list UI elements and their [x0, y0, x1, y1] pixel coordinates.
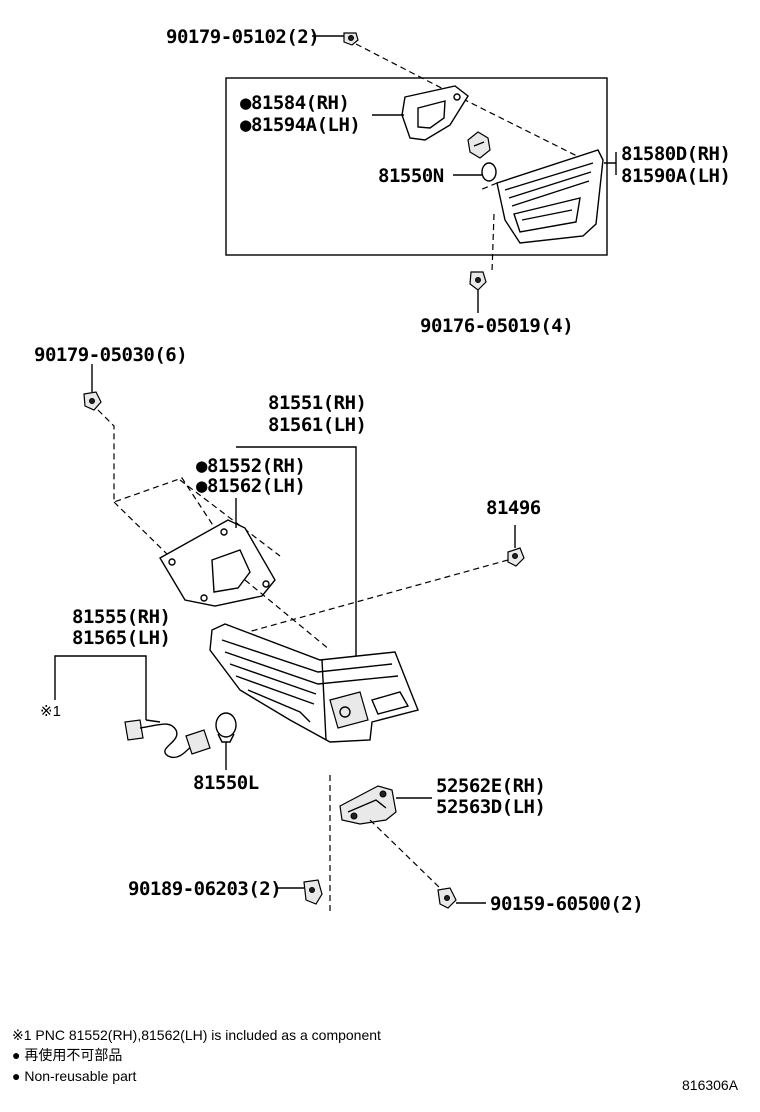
label-81562: ●81562(LH)	[196, 475, 305, 497]
label-52563d: 52563D(LH)	[436, 796, 545, 818]
socket-81550n-icon	[467, 131, 497, 182]
label-81584: ●81584(RH)	[240, 92, 349, 114]
label-81550l: 81550L	[193, 772, 259, 794]
label-90159-60500: 90159-60500(2)	[490, 893, 643, 915]
bulb-81550l-icon	[215, 712, 237, 743]
inner-lamp-81580d-icon	[496, 149, 604, 244]
label-81551: 81551(RH)	[268, 392, 366, 414]
label-ref1: ※1	[40, 703, 61, 720]
dashed-guide-81496	[247, 559, 509, 633]
screw-90176-05019-icon	[469, 271, 487, 291]
label-90189-06203: 90189-06203(2)	[128, 878, 281, 900]
leader-81580d	[604, 152, 617, 175]
screw-90179-05102-icon	[343, 32, 359, 46]
label-81555: 81555(RH)	[72, 606, 170, 628]
label-81550n: 81550N	[378, 165, 444, 187]
label-81580d: 81580D(RH)	[621, 143, 730, 165]
label-52562e: 52562E(RH)	[436, 775, 545, 797]
leader-81555	[54, 655, 147, 720]
clip-90189-06203-icon	[303, 879, 323, 905]
dashed-guide-lamp	[244, 579, 331, 651]
dashed-guide-90159	[369, 819, 441, 889]
footnote-non-reusable-jp: ● 再使用不可部品	[12, 1047, 122, 1063]
dashed-guide-81580d	[479, 182, 498, 191]
dashed-guide-90179-05030	[97, 409, 281, 557]
label-81496: 81496	[486, 497, 541, 519]
label-81594a: ●81594A(LH)	[240, 114, 360, 136]
gasket-81552-icon	[159, 519, 276, 607]
screw-90179-05030-icon	[83, 391, 102, 411]
gasket-81584-icon	[401, 85, 469, 141]
screw-81496-icon	[507, 547, 525, 567]
footnote-component: ※1 PNC 81552(RH),81562(LH) is included a…	[12, 1027, 381, 1043]
label-90176-05019: 90176-05019(4)	[420, 315, 573, 337]
inner-lamp-assembly-box	[225, 77, 608, 256]
footnote-non-reusable-en: ● Non-reusable part	[12, 1068, 137, 1084]
label-90179-05030: 90179-05030(6)	[34, 344, 187, 366]
bracket-52562e-icon	[339, 785, 397, 825]
figure-id: 816306A	[682, 1077, 739, 1093]
label-81590a: 81590A(LH)	[621, 165, 730, 187]
label-90179-05102: 90179-05102(2)	[166, 26, 319, 48]
label-81561: 81561(LH)	[268, 414, 366, 436]
bolt-90159-60500-icon	[437, 887, 457, 909]
leader-81551	[236, 446, 357, 656]
label-81552: ●81552(RH)	[196, 455, 305, 477]
dashed-guide-90176-05019	[491, 213, 495, 273]
wire-harness-81555-icon	[124, 719, 211, 759]
label-81565: 81565(LH)	[72, 627, 170, 649]
rear-lamp-81551-icon	[209, 623, 419, 743]
